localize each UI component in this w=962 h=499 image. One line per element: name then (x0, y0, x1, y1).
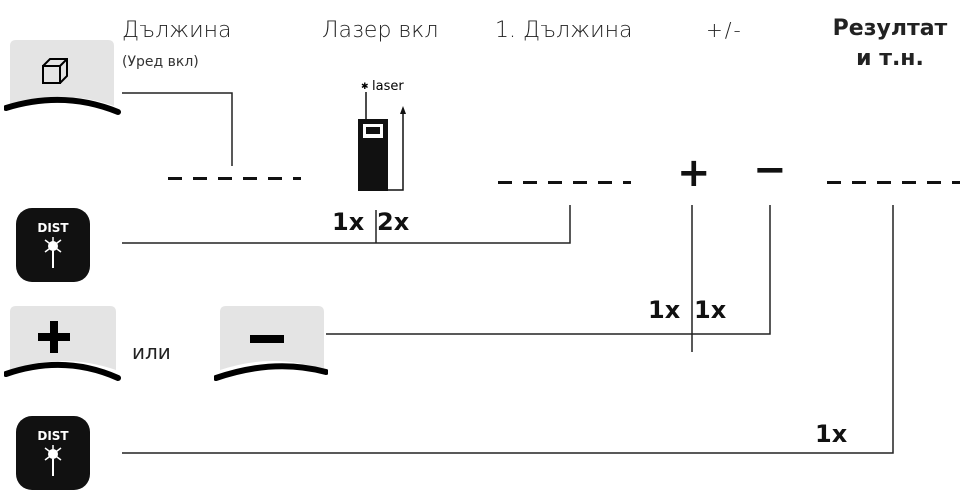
header-result: Резултат и т.н. (826, 14, 954, 74)
wire-power-on (122, 92, 233, 166)
dist-button-2-label: DIST (37, 429, 69, 443)
dist-button-1-label: DIST (37, 221, 69, 235)
display-minus-sign: − (753, 147, 787, 193)
count-plus-once: 1x (648, 296, 681, 324)
wire-dist-result (122, 205, 894, 454)
or-label: или (132, 340, 171, 364)
plus-button[interactable] (3, 300, 122, 390)
header-result-line1: Резултат (832, 16, 948, 41)
svg-text:✱: ✱ (361, 82, 369, 92)
header-first-length: 1. Дължина (495, 18, 633, 43)
laser-label: laser (372, 79, 404, 94)
display-dashes-2 (498, 181, 631, 184)
laser-device-illustration: ✱ laser (348, 72, 438, 202)
dist-button-2[interactable]: DIST (16, 416, 90, 494)
dist-laser-icon: DIST (16, 208, 90, 282)
wire-dist-first (122, 205, 571, 244)
header-plus-minus: +/- (706, 18, 743, 42)
minus-button[interactable] (213, 300, 329, 390)
count-laser-twice: 2x (377, 208, 410, 236)
count-laser-once: 1x (332, 208, 365, 236)
display-plus-sign: + (677, 150, 711, 196)
header-length-sub: (Уред вкл) (122, 54, 199, 70)
measure-on-button[interactable] (3, 38, 122, 128)
header-result-line2: и т.н. (856, 46, 924, 71)
dist-button-1[interactable]: DIST (16, 208, 90, 286)
display-dashes-1 (168, 177, 301, 180)
minus-key-icon (213, 306, 329, 381)
plus-key-icon (3, 306, 121, 381)
wire-plusminus (326, 205, 771, 335)
count-result-once: 1x (815, 420, 848, 448)
laser-device-icon: ✱ laser (358, 79, 406, 191)
header-length: Дължина (122, 18, 232, 43)
header-laser-on: Лазер вкл (322, 18, 439, 43)
cube-measure-icon (3, 40, 121, 115)
dist-laser-icon: DIST (16, 416, 90, 490)
count-minus-once: 1x (694, 296, 727, 324)
display-dashes-3 (827, 181, 960, 184)
